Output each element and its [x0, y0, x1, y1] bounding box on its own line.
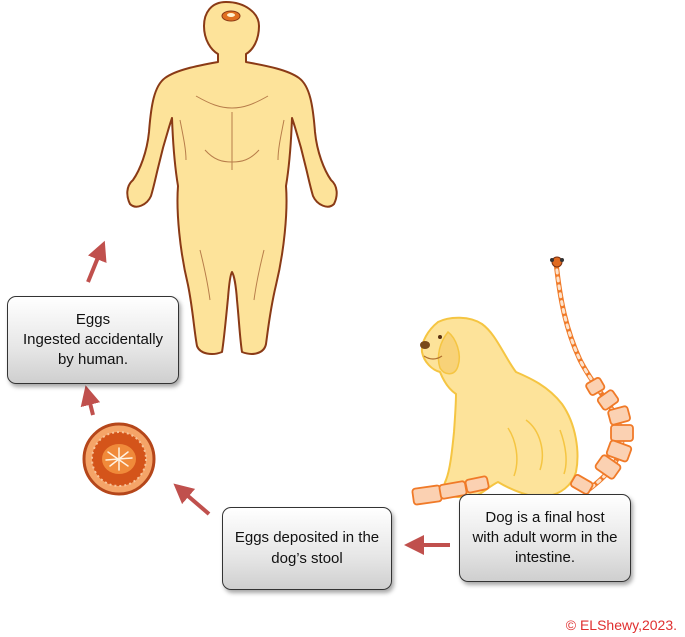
- eggs-ingested-box: Eggs Ingested accidentally by human.: [7, 296, 179, 384]
- dog-figure: [420, 316, 579, 498]
- stool-box-line-2: dog’s stool: [271, 549, 343, 567]
- dog-box-line-2: with adult worm in the: [472, 528, 618, 546]
- arrow-egg-to-ingestion: [80, 385, 101, 416]
- eggs-box-line-2: Ingested accidentally: [22, 330, 164, 348]
- arrow-stool-to-egg: [173, 483, 211, 516]
- copyright-text: © ELShewy,2023.: [565, 617, 677, 633]
- tapeworm-figure: [411, 256, 634, 506]
- egg-icon: [82, 422, 156, 496]
- eggs-deposited-box: Eggs deposited in the dog’s stool: [222, 507, 392, 590]
- dog-final-host-box: Dog is a final host with adult worm in t…: [459, 494, 631, 582]
- human-figure: [126, 1, 338, 355]
- arrow-ingestion-to-human: [86, 240, 107, 283]
- stool-box-line-1: Eggs deposited in the: [234, 529, 380, 547]
- eggs-box-line-1: Eggs: [75, 310, 111, 328]
- dog-box-line-1: Dog is a final host: [485, 508, 605, 526]
- dog-box-line-3: intestine.: [514, 549, 576, 567]
- cycle-arrows: [80, 240, 450, 555]
- eggs-box-line-3: by human.: [57, 351, 129, 369]
